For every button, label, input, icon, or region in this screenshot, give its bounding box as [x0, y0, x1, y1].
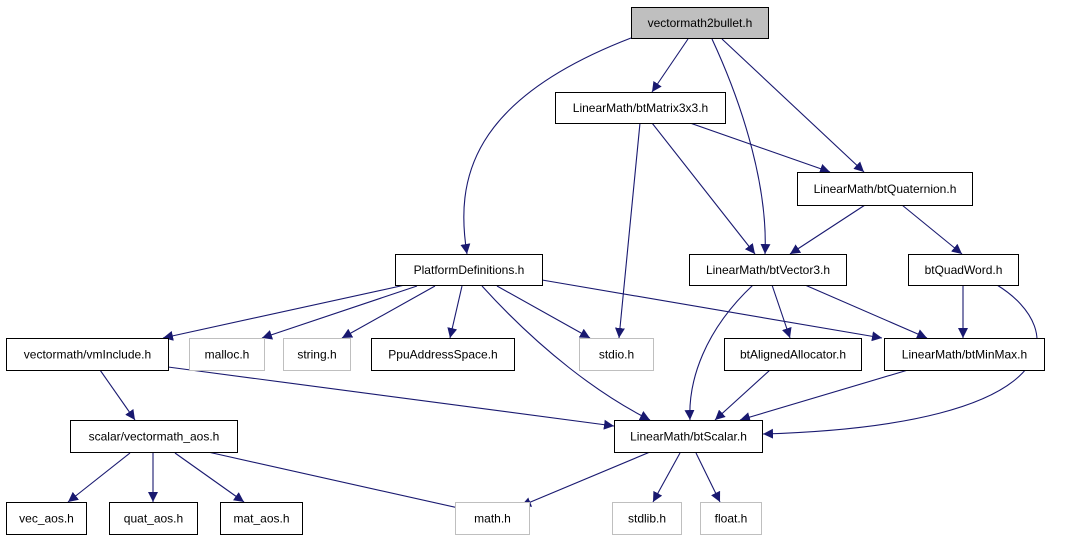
node-label: math.h: [474, 512, 511, 526]
node-box: [555, 92, 726, 124]
node-label: btQuadWord.h: [925, 263, 1003, 277]
node-bt-quad-word[interactable]: btQuadWord.h: [908, 254, 1019, 286]
node-bt-quaternion[interactable]: LinearMath/btQuaternion.h: [797, 172, 973, 206]
node-float[interactable]: float.h: [700, 502, 762, 535]
node-label: LinearMath/btMatrix3x3.h: [573, 101, 708, 115]
node-label: vectormath/vmInclude.h: [24, 348, 151, 362]
node-box: [614, 420, 763, 453]
edge-vectormath-aos-to-mat-aos: [174, 452, 245, 503]
node-string[interactable]: string.h: [283, 338, 351, 371]
edge-bt-aligned-allocator-to-bt-scalar: [714, 369, 771, 421]
edge-vm-include-to-vectormath-aos: [99, 369, 136, 421]
node-label: vectormath2bullet.h: [648, 16, 753, 30]
edge-bt-matrix3x3-to-stdio: [614, 122, 641, 339]
node-box: [689, 254, 847, 286]
node-label: quat_aos.h: [124, 512, 183, 526]
node-label: LinearMath/btQuaternion.h: [814, 182, 957, 196]
node-label: LinearMath/btScalar.h: [630, 430, 747, 444]
node-box: [283, 338, 351, 371]
node-box: [631, 7, 769, 39]
node-label: float.h: [715, 512, 748, 526]
edge-vectormath2bullet-to-bt-vector3: [711, 38, 771, 255]
edge-platform-definitions-to-stdio: [496, 285, 591, 339]
edge-bt-matrix3x3-to-bt-vector3: [651, 122, 756, 255]
node-label: malloc.h: [205, 348, 250, 362]
node-label: vec_aos.h: [19, 512, 74, 526]
node-box: [109, 502, 198, 535]
node-box: [220, 502, 303, 535]
node-vec-aos[interactable]: vec_aos.h: [6, 502, 87, 535]
edge-platform-definitions-to-bt-scalar: [481, 285, 651, 421]
node-label: LinearMath/btMinMax.h: [902, 348, 1027, 362]
edge-bt-scalar-to-math: [520, 451, 651, 507]
edge-bt-vector3-to-bt-min-max: [804, 284, 928, 339]
edge-vectormath2bullet-to-bt-matrix3x3: [651, 38, 689, 93]
edge-vectormath-aos-to-vec-aos: [67, 452, 131, 503]
edge-bt-vector3-to-bt-scalar: [684, 284, 754, 421]
node-label: PlatformDefinitions.h: [414, 263, 525, 277]
edge-bt-min-max-to-bt-scalar: [739, 369, 909, 422]
node-label: string.h: [297, 348, 336, 362]
node-stdlib[interactable]: stdlib.h: [612, 502, 682, 535]
edge-vectormath2bullet-to-platform-definitions: [460, 37, 632, 255]
edge-platform-definitions-to-ppu-address-space: [447, 285, 463, 339]
edge-bt-matrix3x3-to-bt-quaternion: [689, 122, 831, 174]
node-box: [189, 338, 265, 371]
edge-bt-quad-word-to-bt-scalar: [762, 284, 1038, 439]
node-bt-vector3[interactable]: LinearMath/btVector3.h: [689, 254, 847, 286]
node-box: [371, 338, 515, 371]
node-bt-min-max[interactable]: LinearMath/btMinMax.h: [884, 338, 1045, 371]
edge-platform-definitions-to-bt-min-max: [541, 279, 883, 342]
edge-platform-definitions-to-vm-include: [162, 284, 406, 341]
edge-platform-definitions-to-string: [341, 285, 436, 339]
node-box: [6, 502, 87, 535]
node-stdio[interactable]: stdio.h: [579, 338, 654, 371]
edges-layer: [67, 37, 1038, 514]
edge-vm-include-to-bt-scalar: [167, 366, 615, 430]
node-box: [455, 502, 530, 535]
nodes-layer: vectormath2bullet.hLinearMath/btMatrix3x…: [6, 7, 1045, 535]
node-box: [612, 502, 682, 535]
node-quat-aos[interactable]: quat_aos.h: [109, 502, 198, 535]
node-box: [724, 338, 862, 371]
node-label: stdlib.h: [628, 512, 666, 526]
edge-bt-quaternion-to-bt-vector3: [789, 204, 866, 255]
edge-bt-scalar-to-stdlib: [652, 452, 681, 503]
node-vm-include[interactable]: vectormath/vmInclude.h: [6, 338, 169, 371]
node-bt-scalar[interactable]: LinearMath/btScalar.h: [614, 420, 763, 453]
edge-bt-vector3-to-bt-aligned-allocator: [771, 284, 792, 339]
node-malloc[interactable]: malloc.h: [189, 338, 265, 371]
node-label: stdio.h: [599, 348, 634, 362]
node-label: LinearMath/btVector3.h: [706, 263, 830, 277]
edge-vectormath-aos-to-math: [207, 451, 473, 514]
node-box: [797, 172, 973, 206]
node-box: [700, 502, 762, 535]
edge-bt-quaternion-to-bt-quad-word: [901, 204, 963, 255]
node-platform-definitions[interactable]: PlatformDefinitions.h: [395, 254, 543, 286]
node-box: [6, 338, 169, 371]
node-box: [395, 254, 543, 286]
node-vectormath-aos[interactable]: scalar/vectormath_aos.h: [70, 420, 238, 453]
node-math[interactable]: math.h: [455, 502, 530, 535]
edge-vectormath2bullet-to-bt-quaternion: [721, 38, 865, 173]
node-mat-aos[interactable]: mat_aos.h: [220, 502, 303, 535]
node-box: [908, 254, 1019, 286]
node-box: [70, 420, 238, 453]
edge-bt-scalar-to-float: [695, 452, 721, 503]
node-box: [579, 338, 654, 371]
edge-platform-definitions-to-malloc: [261, 285, 418, 340]
node-label: btAlignedAllocator.h: [740, 348, 846, 362]
node-label: PpuAddressSpace.h: [388, 348, 497, 362]
node-bt-aligned-allocator[interactable]: btAlignedAllocator.h: [724, 338, 862, 371]
node-box: [884, 338, 1045, 371]
node-label: scalar/vectormath_aos.h: [89, 430, 220, 444]
node-bt-matrix3x3[interactable]: LinearMath/btMatrix3x3.h: [555, 92, 726, 124]
node-ppu-address-space[interactable]: PpuAddressSpace.h: [371, 338, 515, 371]
node-label: mat_aos.h: [233, 512, 289, 526]
node-vectormath2bullet[interactable]: vectormath2bullet.h: [631, 7, 769, 39]
